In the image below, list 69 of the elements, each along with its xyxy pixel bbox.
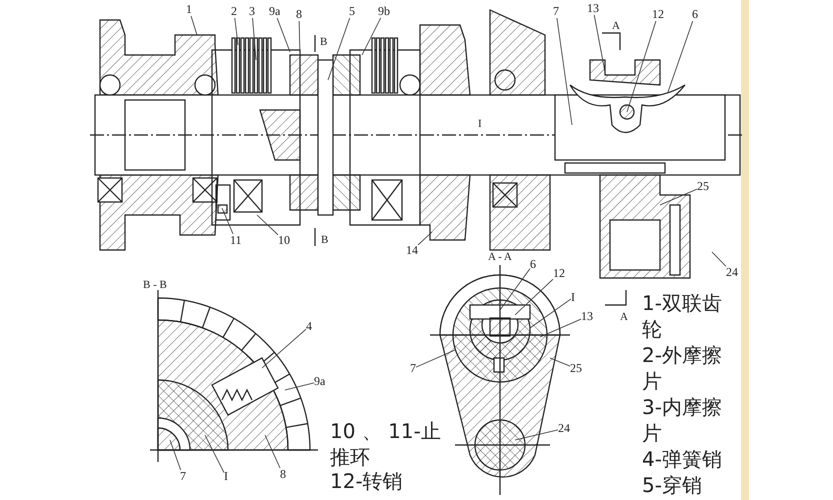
callout-number: 9a	[314, 375, 326, 388]
leader-line	[328, 18, 350, 80]
leader-line	[500, 268, 530, 310]
leader-line	[416, 350, 456, 368]
callout-number: 13	[581, 310, 593, 323]
leader-line	[660, 188, 698, 206]
shaft-label: I	[478, 118, 482, 130]
section-letter: A	[612, 20, 620, 32]
note-text: 5-穿销	[642, 472, 703, 498]
leader-line	[626, 20, 656, 112]
callout-number: I	[571, 291, 575, 304]
note-text: 12-转销	[330, 468, 404, 494]
callout-number: 13	[587, 2, 599, 15]
leader-line	[362, 18, 382, 56]
note-text: 2-外摩擦片	[642, 342, 723, 394]
leader-line	[170, 440, 182, 470]
leader-line	[256, 214, 278, 236]
callout-number: 5	[349, 5, 355, 18]
view-title: B - B	[143, 279, 167, 291]
callout-number: 24	[558, 422, 570, 435]
leader-line	[190, 16, 198, 36]
callout-number: 3	[249, 5, 255, 18]
view-title: A - A	[488, 251, 512, 263]
leader-line	[252, 18, 256, 60]
note-text: 4-弹簧销	[642, 446, 723, 472]
section-letter: B	[321, 234, 328, 246]
leader-line	[540, 318, 582, 338]
leader-line	[530, 298, 572, 328]
note-text: 3-内摩擦片	[642, 394, 723, 446]
leader-line	[594, 14, 606, 72]
leader-line	[204, 434, 224, 473]
callout-number: 7	[180, 470, 186, 483]
leader-line	[712, 252, 726, 267]
leader-line	[668, 20, 694, 92]
callout-number: 6	[530, 258, 536, 271]
leader-line	[514, 430, 558, 440]
leader-line	[298, 20, 300, 58]
callout-number: 24	[726, 266, 738, 279]
callout-number: 8	[296, 8, 302, 21]
leader-line	[264, 434, 280, 468]
section-letter: A	[620, 311, 628, 323]
leader-line	[556, 18, 572, 126]
callout-number: 9b	[378, 5, 390, 18]
callout-number: 12	[553, 267, 565, 280]
callout-number: 4	[306, 320, 312, 333]
callout-number: 7	[410, 362, 416, 375]
callout-number: 12	[652, 8, 664, 21]
callout-number: 2	[231, 5, 237, 18]
callout-number: 11	[230, 234, 242, 247]
callout-number: 14	[406, 244, 418, 257]
leader-line	[514, 278, 554, 316]
callout-number: 10	[278, 234, 290, 247]
callout-number: 7	[553, 5, 559, 18]
note-text: 10 、 11-止推环	[330, 418, 442, 470]
callout-number: 6	[692, 8, 698, 21]
callout-number: I	[224, 470, 228, 483]
leader-line	[262, 328, 306, 368]
leader-line	[276, 18, 290, 52]
leader-line	[284, 382, 314, 390]
callout-number: 1	[186, 3, 192, 16]
leader-line	[234, 18, 238, 46]
section-letter: B	[320, 36, 328, 48]
callout-number: 25	[697, 180, 709, 193]
callout-number: 25	[570, 362, 582, 375]
leader-line	[418, 232, 432, 246]
note-text: 1-双联齿轮	[642, 290, 723, 342]
callout-number: 9a	[269, 5, 280, 18]
leader-line	[550, 358, 570, 366]
callout-number: 8	[280, 468, 286, 481]
